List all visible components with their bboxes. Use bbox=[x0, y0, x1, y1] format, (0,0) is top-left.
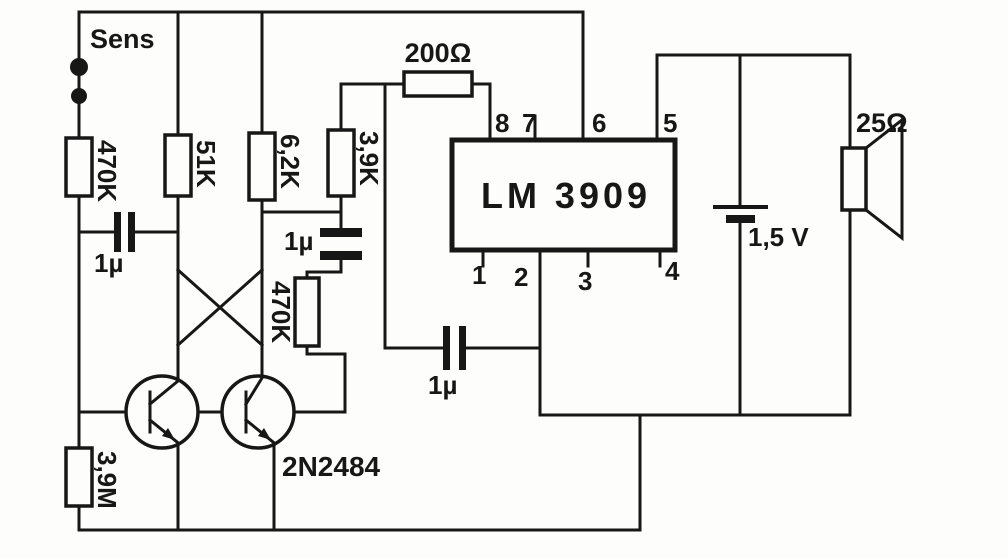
emitter-arrow bbox=[258, 428, 271, 440]
resistor-470k-mid-label: 470K bbox=[266, 281, 296, 343]
resistor-470k-mid: 470K bbox=[266, 276, 321, 348]
resistor-470k-left-label: 470K bbox=[92, 140, 122, 202]
ic-pin-6-label: 6 bbox=[592, 108, 606, 138]
resistor-6k2: 6,2K bbox=[247, 131, 305, 202]
ic-pin-2-label: 2 bbox=[514, 262, 528, 292]
ic-pin-4-label: 4 bbox=[665, 256, 680, 286]
resistor-51k: 51K bbox=[163, 133, 221, 198]
resistor-3k9-label: 3,9K bbox=[354, 131, 384, 186]
resistor-470k-left: 470K bbox=[64, 136, 122, 202]
resistor-3m9-label: 3,9M bbox=[92, 451, 122, 509]
capacitor-left: 1µ bbox=[94, 212, 135, 278]
ic-pin-5-label: 5 bbox=[663, 108, 677, 138]
capacitor-left-label: 1µ bbox=[94, 248, 123, 278]
resistor-200ohm-label: 200Ω bbox=[405, 38, 472, 68]
sensor-label: Sens bbox=[90, 24, 155, 54]
capacitor-bottom: 1µ bbox=[428, 326, 466, 400]
capacitor-mid: 1µ bbox=[284, 226, 362, 260]
circuit-wiring bbox=[77, 10, 852, 532]
ic-pin-8-label: 8 bbox=[495, 108, 509, 138]
transistor-right: 2N2484 bbox=[220, 374, 381, 482]
resistor-3m9: 3,9M bbox=[64, 446, 122, 509]
resistor-6k2-label: 6,2K bbox=[275, 134, 305, 189]
capacitor-mid-label: 1µ bbox=[284, 226, 313, 256]
ic-pin-1-label: 1 bbox=[472, 260, 486, 290]
capacitor-bottom-label: 1µ bbox=[428, 370, 457, 400]
speaker: 25Ω bbox=[840, 108, 908, 242]
resistor-3k9: 3,9K bbox=[326, 128, 384, 198]
electrode-dot-bottom bbox=[71, 88, 87, 104]
battery: 1,5 V bbox=[713, 205, 809, 252]
speaker-impedance-label: 25Ω bbox=[856, 108, 908, 138]
sensor-electrodes: Sens bbox=[70, 24, 155, 104]
resistor-200ohm: 200Ω bbox=[402, 38, 474, 98]
resistor-51k-label: 51K bbox=[191, 140, 221, 188]
transistor-left bbox=[124, 374, 200, 450]
ic-pin-3-label: 3 bbox=[578, 266, 592, 296]
battery-voltage-label: 1,5 V bbox=[748, 222, 809, 252]
transistor-type-label: 2N2484 bbox=[282, 451, 381, 482]
electrode-dot-top bbox=[70, 58, 88, 76]
emitter-arrow bbox=[162, 428, 175, 440]
ic-chip: LM 3909 8 7 6 5 1 2 3 4 bbox=[449, 108, 680, 296]
ic-pin-7-label: 7 bbox=[522, 108, 536, 138]
ic-name-label: LM 3909 bbox=[481, 175, 651, 216]
